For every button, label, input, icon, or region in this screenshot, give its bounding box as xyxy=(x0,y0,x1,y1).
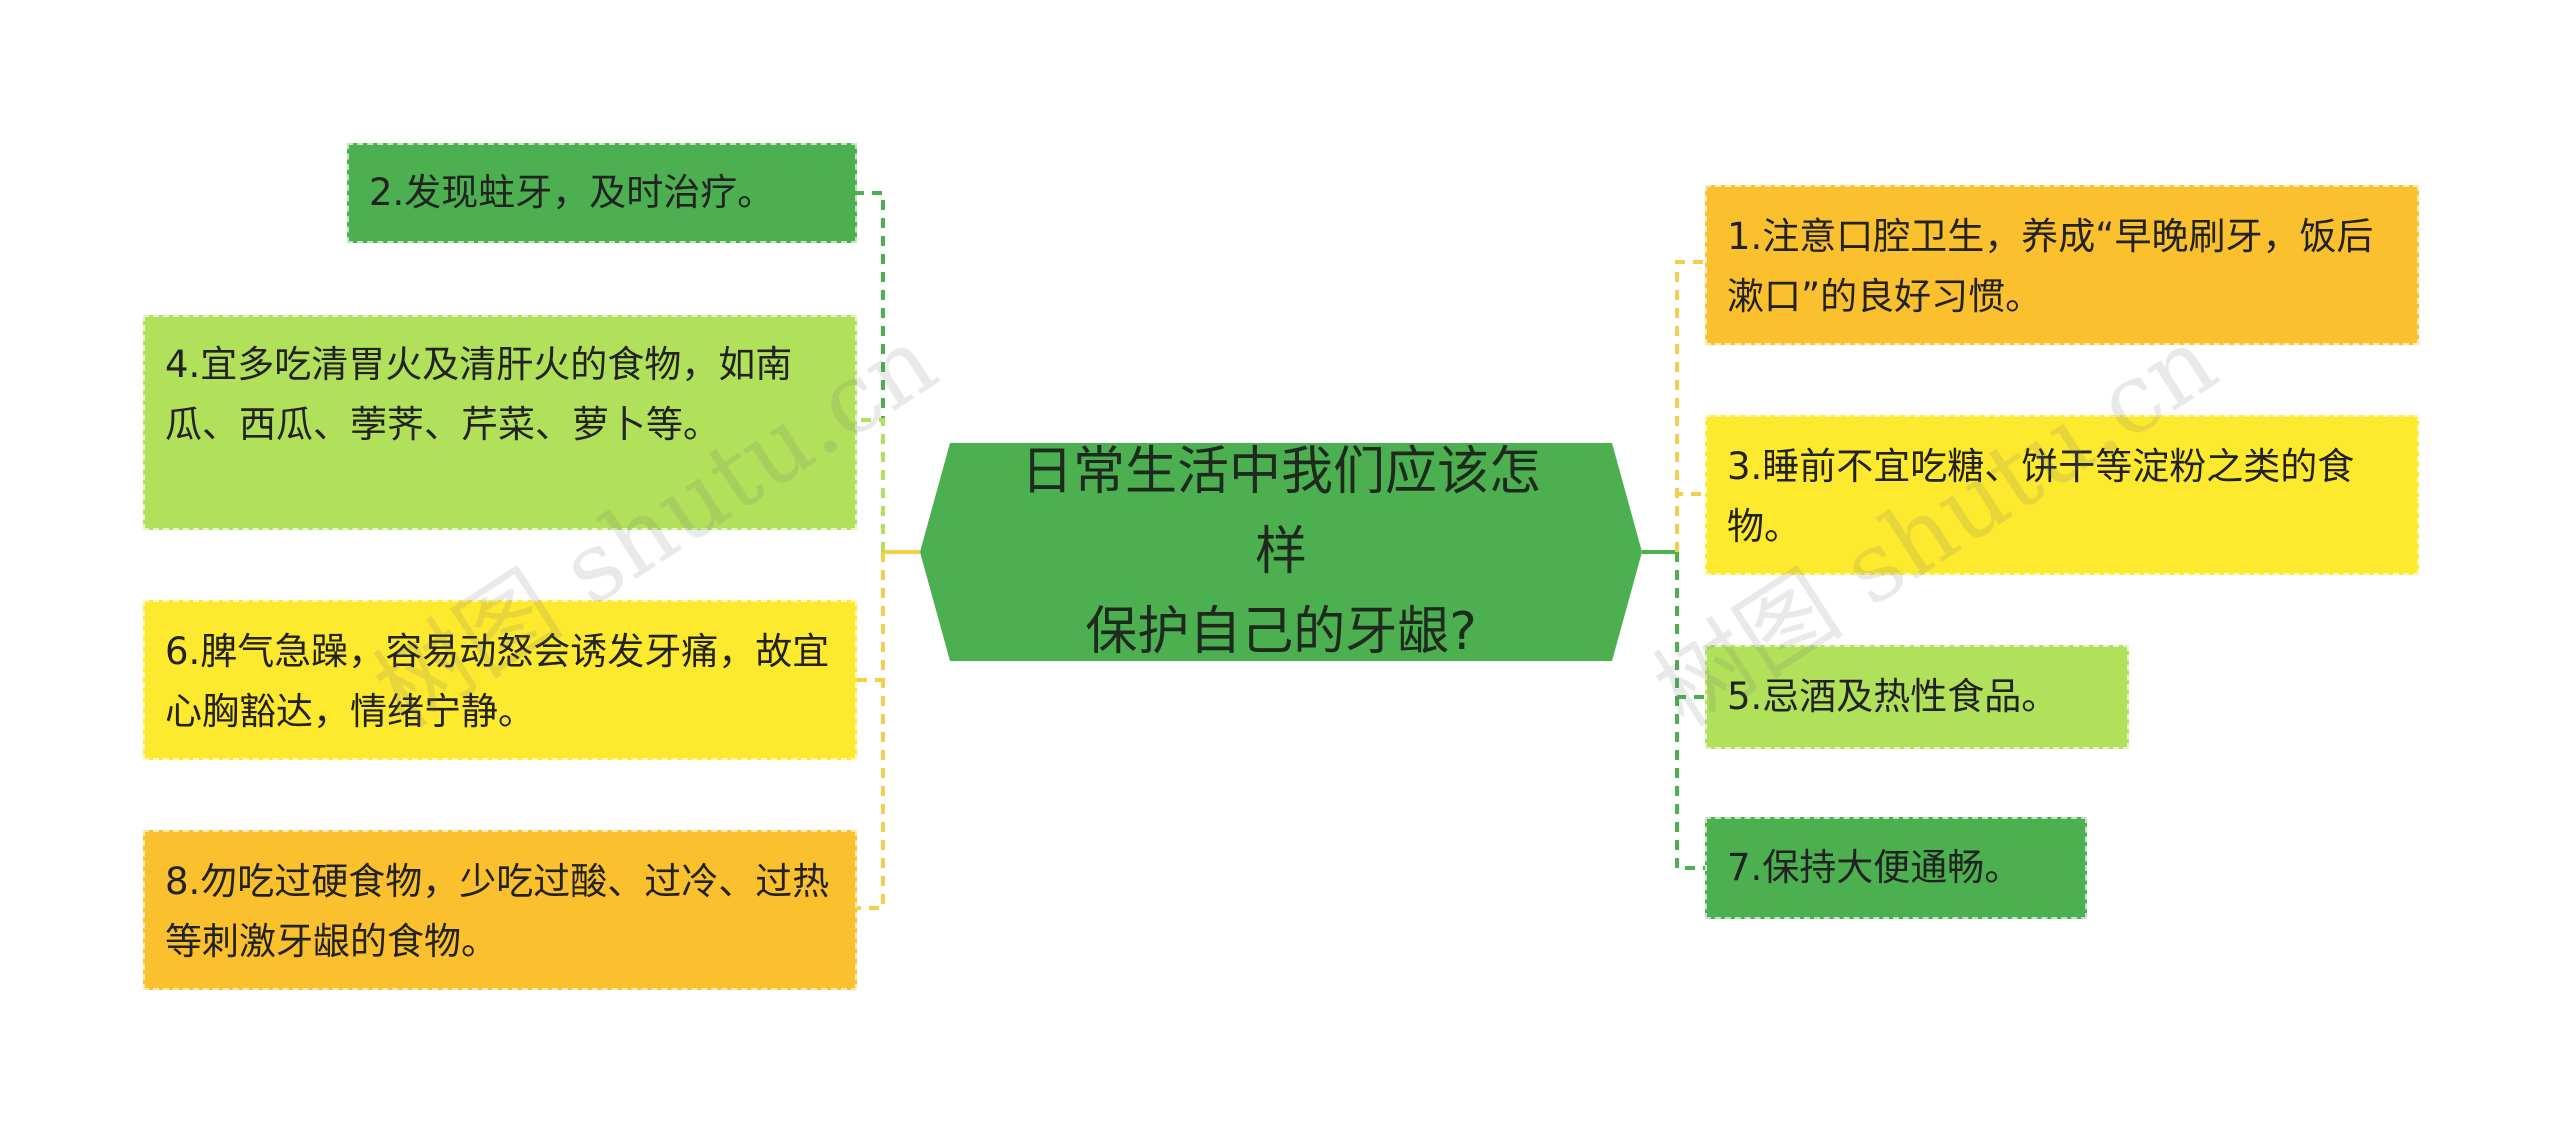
center-title-line-2: 保护自己的牙龈? xyxy=(1085,602,1477,662)
right-node-3-text: 3.睡前不宜吃糖、饼干等淀粉之类的食物。 xyxy=(1727,445,2355,548)
left-node-2[interactable]: 2.发现蛀牙，及时治疗。 xyxy=(347,143,857,243)
left-node-4-text: 4.宜多吃清胃火及清肝火的食物，如南瓜、西瓜、荸荠、芹菜、萝卜等。 xyxy=(165,343,793,446)
connector-left-branch-2 xyxy=(856,418,885,552)
connector-right-branch-3 xyxy=(1675,552,1705,699)
center-node-shape xyxy=(920,443,1642,661)
center-node[interactable]: 日常生活中我们应该怎样 保护自己的牙龈? xyxy=(920,442,1642,662)
left-node-6-text: 6.脾气急躁，容易动怒会诱发牙痛，故宜心胸豁达，情绪宁静。 xyxy=(165,630,830,733)
left-node-8-text: 8.勿吃过硬食物，少吃过酸、过冷、过热等刺激牙龈的食物。 xyxy=(165,860,830,963)
connector-left-branch-1 xyxy=(856,191,885,552)
left-node-8[interactable]: 8.勿吃过硬食物，少吃过酸、过冷、过热等刺激牙龈的食物。 xyxy=(143,830,857,990)
left-node-2-text: 2.发现蛀牙，及时治疗。 xyxy=(369,171,775,214)
left-node-6[interactable]: 6.脾气急躁，容易动怒会诱发牙痛，故宜心胸豁达，情绪宁静。 xyxy=(143,600,857,760)
right-node-7-text: 7.保持大便通畅。 xyxy=(1727,846,2022,889)
left-node-4[interactable]: 4.宜多吃清胃火及清肝火的食物，如南瓜、西瓜、荸荠、芹菜、萝卜等。 xyxy=(143,315,857,530)
right-node-7[interactable]: 7.保持大便通畅。 xyxy=(1705,817,2087,919)
right-node-3[interactable]: 3.睡前不宜吃糖、饼干等淀粉之类的食物。 xyxy=(1705,415,2419,575)
connector-right-branch-2 xyxy=(1675,492,1705,552)
connector-right-branch-1 xyxy=(1675,260,1705,552)
center-title-line-1: 日常生活中我们应该怎样 xyxy=(1020,442,1541,582)
right-node-1[interactable]: 1.注意口腔卫生，养成“早晚刷牙，饭后漱口”的良好习惯。 xyxy=(1705,185,2419,345)
right-node-5-text: 5.忌酒及热性食品。 xyxy=(1727,675,2059,718)
connector-left-branch-3 xyxy=(856,552,885,682)
right-node-1-text: 1.注意口腔卫生，养成“早晚刷牙，饭后漱口”的良好习惯。 xyxy=(1727,215,2374,318)
right-node-5[interactable]: 5.忌酒及热性食品。 xyxy=(1705,645,2129,749)
connector-right-branch-4 xyxy=(1675,552,1705,870)
connector-left-branch-4 xyxy=(856,552,885,910)
